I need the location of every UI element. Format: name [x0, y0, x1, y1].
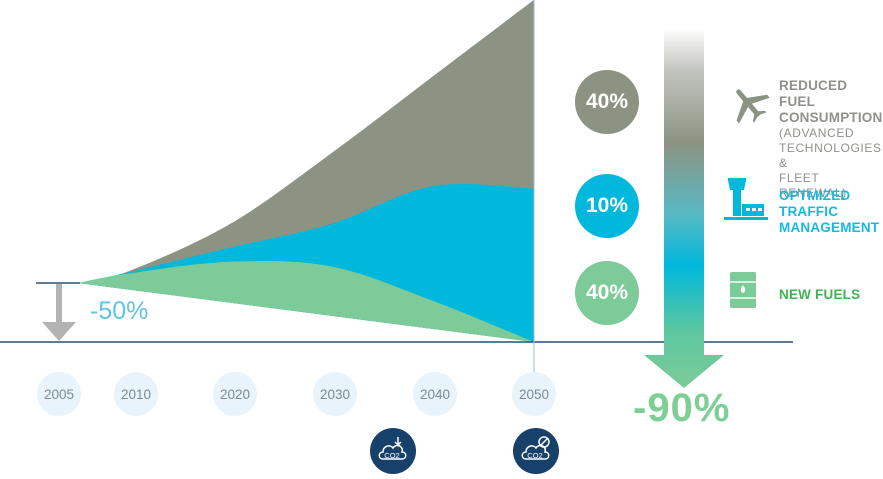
- legend-traffic-title-1: OPTMIZED: [779, 188, 851, 203]
- airplane-icon: [726, 83, 770, 128]
- reduction-arrow: [42, 284, 76, 341]
- fuel-barrel-icon: [730, 272, 756, 313]
- legend-new-fuels: NEW FUELS: [779, 287, 860, 303]
- year-label-2010: 2010: [114, 372, 158, 416]
- legend-fuel-sub-2: TECHNOLOGIES &: [779, 141, 882, 170]
- year-label-2050: 2050: [512, 372, 556, 416]
- legend-new-fuels-title: NEW FUELS: [779, 287, 861, 302]
- legend-fuel-title-1: REDUCED FUEL: [779, 78, 848, 109]
- reduction-label: -50%: [90, 297, 149, 325]
- total-reduction-label: -90%: [633, 386, 731, 430]
- legend-fuel-consumption: REDUCED FUEL CONSUMPTION (ADVANCED TECHN…: [779, 78, 883, 201]
- year-label-2020: 2020: [213, 372, 257, 416]
- control-tower-icon: [724, 176, 768, 231]
- co2-neutral-text: CO2: [527, 451, 542, 460]
- legend-traffic-title-3: MANAGEMENT: [779, 220, 880, 235]
- co2-reduction-cloud-icon: CO2: [378, 437, 407, 460]
- co2-reduction-text: CO2: [384, 451, 399, 460]
- legend-pct-traffic: 10%: [575, 174, 639, 238]
- co2-neutral-badge: CO2: [513, 428, 559, 474]
- co2-neutral-cloud-icon: CO2: [521, 436, 550, 460]
- legend-fuel-sub-3: FLEET RENEWAL): [779, 171, 847, 200]
- legend-fuel-title-2: CONSUMPTION: [779, 110, 883, 125]
- year-label-2005: 2005: [37, 372, 81, 416]
- area-new-fuels: [78, 261, 534, 342]
- total-reduction-arrow: [644, 28, 724, 388]
- legend-traffic: OPTMIZED TRAFFIC MANAGEMENT: [779, 188, 879, 236]
- legend-pct-new-fuels: 40%: [575, 261, 639, 325]
- year-label-2040: 2040: [413, 372, 457, 416]
- year-label-2030: 2030: [313, 372, 357, 416]
- legend-pct-fuel-consumption: 40%: [575, 70, 639, 134]
- legend-fuel-sub-1: (ADVANCED: [779, 126, 855, 140]
- co2-reduction-badge: CO2: [370, 428, 416, 474]
- legend-traffic-title-2: TRAFFIC: [779, 204, 839, 219]
